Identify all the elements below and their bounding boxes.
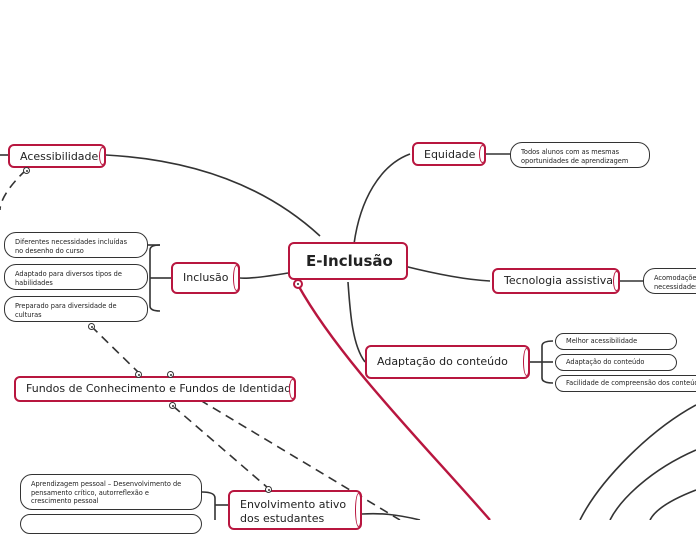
- subtopic-inclusao-3[interactable]: Preparado para diversidade de culturas: [4, 296, 148, 322]
- topic-envolvimento[interactable]: Envolvimento ativo dos estudantes: [228, 490, 362, 530]
- relationship-handle[interactable]: [23, 167, 30, 174]
- topic-cap: [233, 265, 238, 291]
- topic-equidade[interactable]: Equidade: [412, 142, 486, 166]
- relationship-handle[interactable]: [265, 486, 272, 493]
- subtopic-aprendizagem-pessoal[interactable]: Aprendizagem pessoal – Desenvolvimento d…: [20, 474, 202, 510]
- subtopic-adaptacao-1[interactable]: Melhor acessibilidade: [555, 333, 677, 350]
- central-topic-label: E-Inclusão: [306, 252, 393, 270]
- topic-cap: [523, 348, 528, 376]
- relationship-handle[interactable]: [88, 323, 95, 330]
- subtopic-equidade-note[interactable]: Todos alunos com as mesmas oportunidades…: [510, 142, 650, 168]
- subtopic-adaptacao-3[interactable]: Facilidade de compreensão dos conteúdos: [555, 375, 696, 392]
- relationship-handle[interactable]: [169, 402, 176, 409]
- connector-layer: [0, 153, 696, 520]
- topic-adaptacao-conteudo[interactable]: Adaptação do conteúdo: [365, 345, 530, 379]
- topic-fundos[interactable]: Fundos de Conhecimento e Fundos de Ident…: [14, 376, 296, 402]
- topic-cap: [99, 147, 104, 165]
- subtopic-label: Adaptação do conteúdo: [566, 358, 645, 366]
- topic-label: Adaptação do conteúdo: [377, 355, 508, 368]
- topic-tecnologia-assistiva[interactable]: Tecnologia assistiva: [492, 268, 620, 294]
- central-topic[interactable]: E-Inclusão: [288, 242, 408, 280]
- subtopic-inclusao-2[interactable]: Adaptado para diversos tipos de habilida…: [4, 264, 148, 290]
- relationship-handle-central[interactable]: [293, 279, 303, 289]
- topic-label: Equidade: [424, 148, 476, 161]
- relationship-handle[interactable]: [135, 371, 142, 378]
- subtopic-label: Aprendizagem pessoal – Desenvolvimento d…: [31, 480, 182, 505]
- topic-cap: [355, 493, 360, 527]
- subtopic-label: Adaptado para diversos tipos de habilida…: [15, 270, 122, 287]
- relationship-handle[interactable]: [167, 371, 174, 378]
- topic-cap: [479, 145, 484, 163]
- topic-label: Acessibilidade: [20, 150, 99, 163]
- subtopic-tecnologia-note[interactable]: Acomodações necessidades: [643, 268, 696, 294]
- subtopic-adaptacao-2[interactable]: Adaptação do conteúdo: [555, 354, 677, 371]
- subtopic-label: Preparado para diversidade de culturas: [15, 302, 117, 319]
- topic-acessibilidade[interactable]: Acessibilidade: [8, 144, 106, 168]
- topic-label: Fundos de Conhecimento e Fundos de Ident…: [26, 382, 296, 395]
- subtopic-inclusao-1[interactable]: Diferentes necessidades incluídas no des…: [4, 232, 148, 258]
- topic-inclusao[interactable]: Inclusão: [171, 262, 240, 294]
- topic-label: Tecnologia assistiva: [504, 274, 614, 287]
- topic-label: Inclusão: [183, 271, 229, 284]
- subtopic-label: Acomodações necessidades: [654, 274, 696, 291]
- topic-cap: [289, 379, 294, 399]
- subtopic-envolvimento-2[interactable]: [20, 514, 202, 534]
- subtopic-label: Todos alunos com as mesmas oportunidades…: [521, 148, 629, 165]
- subtopic-label: Diferentes necessidades incluídas no des…: [15, 238, 128, 255]
- subtopic-label: Facilidade de compreensão dos conteúdos: [566, 379, 696, 387]
- subtopic-label: Melhor acessibilidade: [566, 337, 638, 345]
- topic-cap: [613, 271, 618, 291]
- topic-label: Envolvimento ativo dos estudantes: [240, 498, 347, 525]
